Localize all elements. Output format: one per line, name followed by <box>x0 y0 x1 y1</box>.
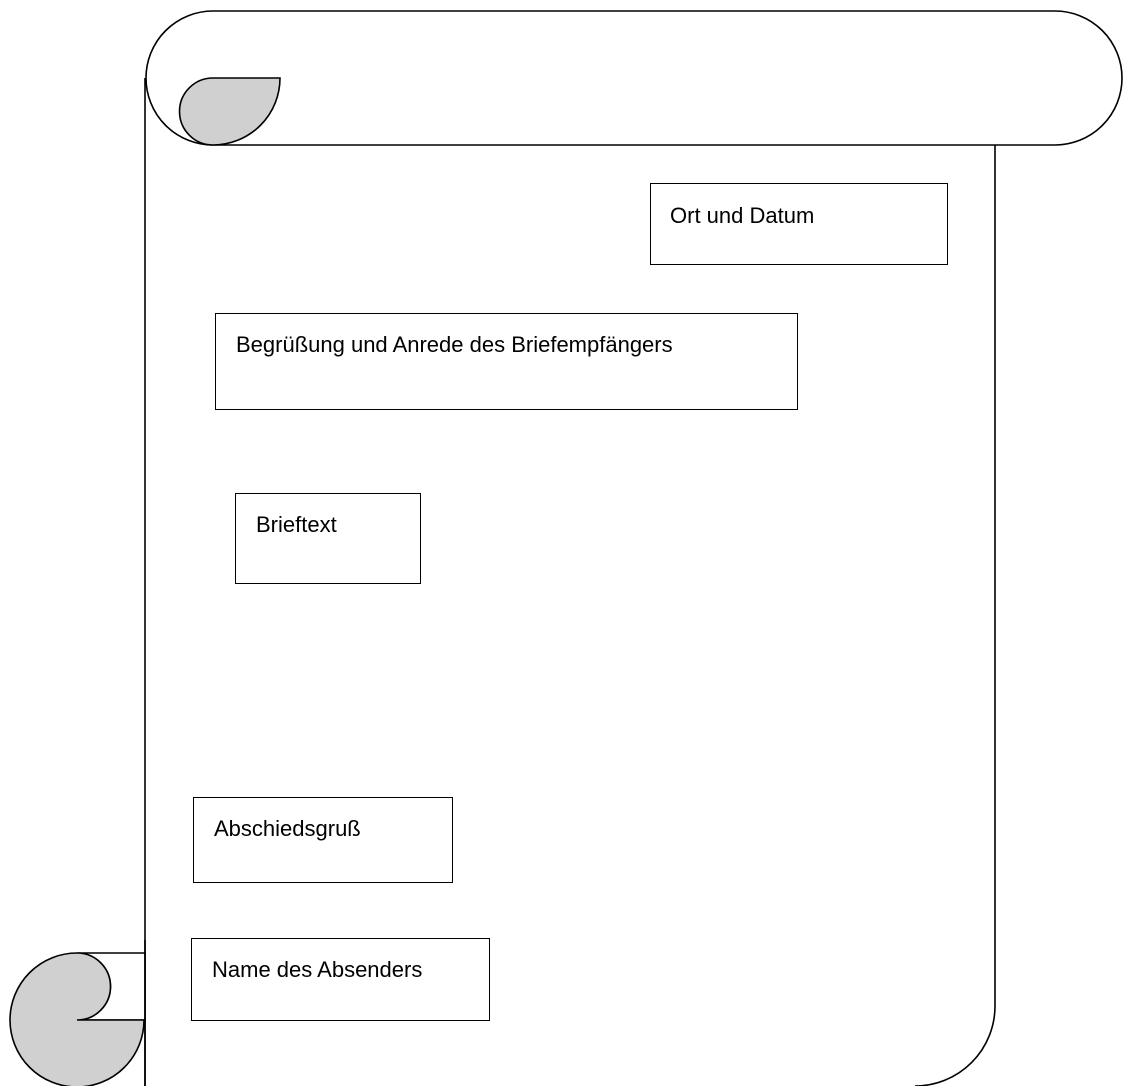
farewell-box: Abschiedsgruß <box>193 797 453 883</box>
body-text-label: Brieftext <box>256 512 337 537</box>
scroll-top-roll <box>145 10 1123 146</box>
scroll-bottom-curl-shade <box>9 952 145 1086</box>
scroll-top-curl-shade <box>178 77 281 146</box>
place-date-label: Ort und Datum <box>670 203 815 228</box>
farewell-label: Abschiedsgruß <box>214 816 361 841</box>
scroll-right-edge <box>914 145 996 1086</box>
greeting-label: Begrüßung und Anrede des Briefempfängers <box>236 332 673 357</box>
greeting-box: Begrüßung und Anrede des Briefempfängers <box>215 313 798 410</box>
sender-name-label: Name des Absenders <box>212 957 423 982</box>
sender-name-box: Name des Absenders <box>191 938 490 1021</box>
place-date-box: Ort und Datum <box>650 183 948 265</box>
body-text-box: Brieftext <box>235 493 421 584</box>
